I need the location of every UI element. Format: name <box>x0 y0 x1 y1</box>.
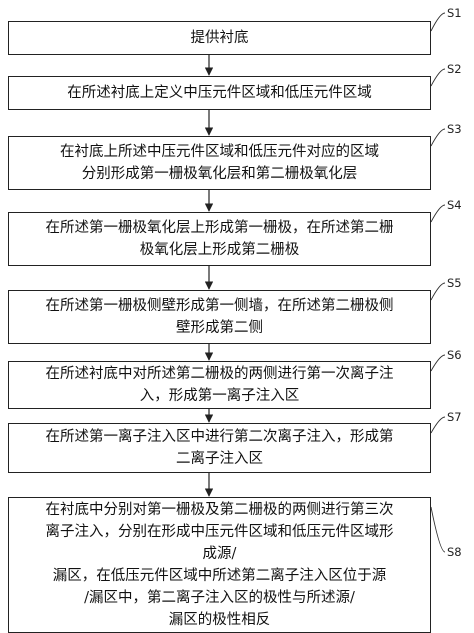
step-s4-line-1: 在所述第一栅极氧化层上形成第一栅极，在所述第二栅 <box>45 220 394 236</box>
step-box-s2: 在所述衬底上定义中压元件区域和低压元件区域 <box>8 76 431 110</box>
step-s8-line-6: 漏区的极性相反 <box>168 612 271 628</box>
label-leader <box>430 416 446 434</box>
step-box-s8: 在衬底中分别对第一栅极及第二栅极的两侧进行第三次 离子注入，分别在形成中压元件区… <box>8 497 431 633</box>
step-label-s5: S5 <box>447 276 462 290</box>
step-label-s7: S7 <box>447 410 462 424</box>
step-s7-line-1: 在所述第一离子注入区中进行第二次离子注入，形成第 <box>45 429 394 445</box>
step-box-s6: 在所述衬底中对所述第二栅极的两侧进行第一次离子注 入，形成第一离子注入区 <box>8 361 431 409</box>
step-s7-line-2: 二离子注入区 <box>176 451 263 467</box>
step-s6-line-2: 入，形成第一离子注入区 <box>139 388 300 404</box>
label-leader <box>430 128 446 147</box>
step-label-s1: S1 <box>447 6 462 20</box>
step-box-s4: 在所述第一栅极氧化层上形成第一栅极，在所述第二栅 极氧化层上形成第二栅极 <box>8 212 431 266</box>
step-s3-line-2: 分别形成第一栅极氧化层和第二栅极氧化层 <box>81 166 358 182</box>
step-box-s1: 提供衬底 <box>8 21 431 55</box>
step-s8-line-5: /漏区中，第二离子注入区的极性与所述源/ <box>84 590 355 606</box>
step-s8-line-4: 漏区，在低压元件区域中所述第二离子注入区位于源 <box>52 568 387 584</box>
step-s8-line-2: 离子注入，分别在形成中压元件区域和低压元件区域形 <box>45 524 394 540</box>
step-s5-line-2: 壁形成第二侧 <box>176 320 263 336</box>
step-s5-line-1: 在所述第一栅极侧壁形成第一侧墙，在所述第二栅极侧 <box>45 298 394 314</box>
step-s3-line-1: 在衬底上所述中压元件区域和低压元件对应的区域 <box>60 144 379 160</box>
label-leader <box>430 506 446 553</box>
step-s8-line-3: 成源/ <box>202 546 237 562</box>
step-s6-line-1: 在所述衬底中对所述第二栅极的两侧进行第一次离子注 <box>45 366 394 382</box>
label-leader <box>430 68 446 87</box>
label-leader-lines <box>430 12 446 553</box>
step-box-s3: 在衬底上所述中压元件区域和低压元件对应的区域 分别形成第一栅极氧化层和第二栅极氧… <box>8 136 431 190</box>
step-label-s4: S4 <box>447 198 462 212</box>
step-box-s5: 在所述第一栅极侧壁形成第一侧墙，在所述第二栅极侧 壁形成第二侧 <box>8 290 431 344</box>
label-leader <box>430 354 446 372</box>
label-leader <box>430 12 446 32</box>
step-label-s8: S8 <box>447 545 462 559</box>
step-box-s7: 在所述第一离子注入区中进行第二次离子注入，形成第 二离子注入区 <box>8 423 431 473</box>
step-s2-line-1: 在所述衬底上定义中压元件区域和低压元件区域 <box>67 85 372 101</box>
step-s8-line-1: 在衬底中分别对第一栅极及第二栅极的两侧进行第三次 <box>45 502 394 518</box>
step-label-s6: S6 <box>447 348 462 362</box>
step-label-s3: S3 <box>447 122 462 136</box>
label-leader <box>430 204 446 223</box>
step-s4-line-2: 极氧化层上形成第二栅极 <box>139 242 300 258</box>
step-label-s2: S2 <box>447 62 462 76</box>
label-leader <box>430 282 446 301</box>
step-s1-line-1: 提供衬底 <box>190 30 249 46</box>
